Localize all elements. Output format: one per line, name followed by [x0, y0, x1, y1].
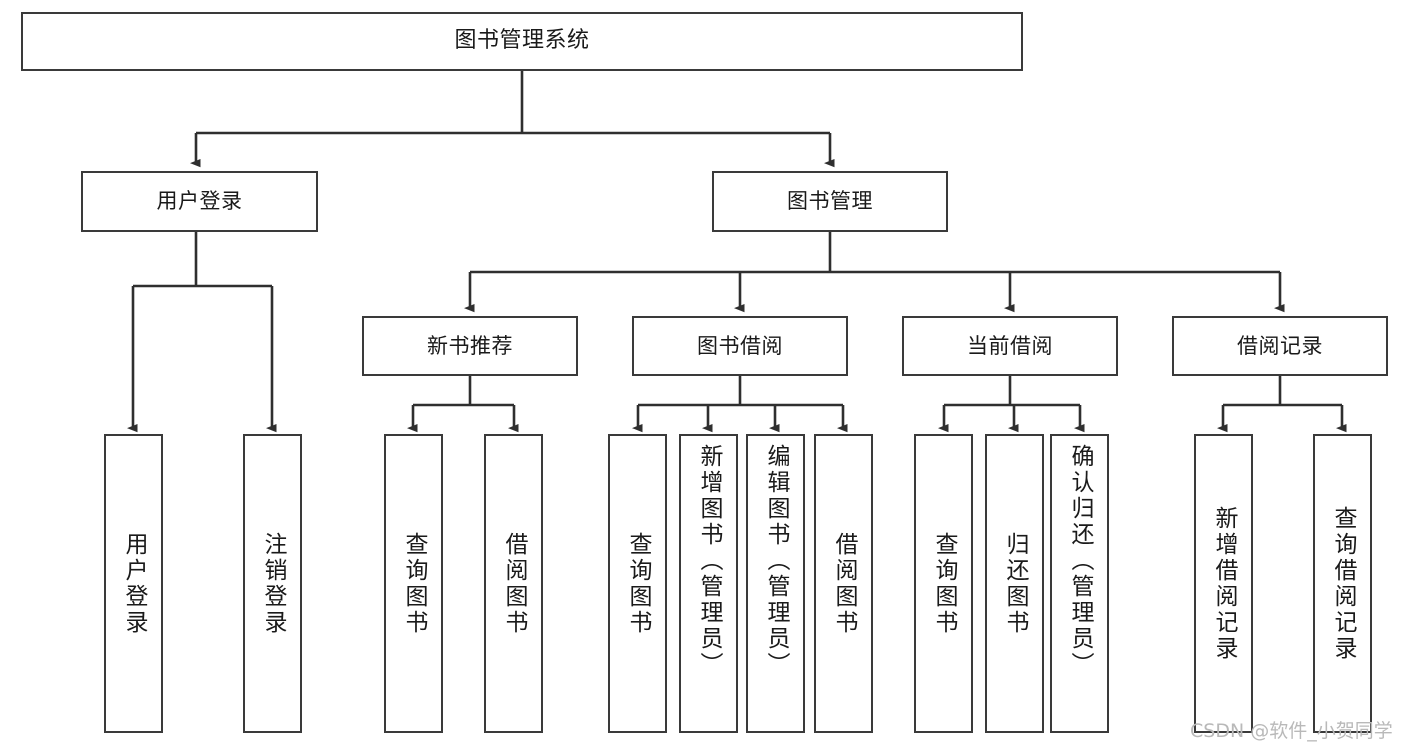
node-label: 查询图书: [625, 531, 651, 636]
node-label: 查询图书: [401, 531, 427, 636]
node-label: 新增图书（管理员）: [696, 444, 722, 678]
node-label: 新书推荐: [427, 333, 513, 358]
leaf-query-book-recommend[interactable]: 查询图书: [384, 434, 443, 733]
leaf-query-book-borrow[interactable]: 查询图书: [608, 434, 667, 733]
leaf-add-borrow-record[interactable]: 新增借阅记录: [1194, 434, 1253, 733]
node-label: 图书借阅: [697, 333, 783, 358]
node-label: 借阅记录: [1237, 333, 1323, 358]
node-label: 图书管理: [787, 189, 873, 214]
leaf-borrow-book-recommend[interactable]: 借阅图书: [484, 434, 543, 733]
leaf-query-book-current[interactable]: 查询图书: [914, 434, 973, 733]
csdn-watermark: CSDN @软件_小贺同学: [1190, 720, 1393, 742]
leaf-add-book-admin[interactable]: 新增图书（管理员）: [679, 434, 738, 733]
node-label: 借阅图书: [831, 531, 857, 636]
node-new-book-recommend[interactable]: 新书推荐: [362, 316, 578, 376]
node-book-management[interactable]: 图书管理: [712, 171, 948, 232]
leaf-return-book[interactable]: 归还图书: [985, 434, 1044, 733]
node-label: 用户登录: [156, 189, 243, 214]
node-label: 注销登录: [260, 531, 286, 636]
node-borrow-record[interactable]: 借阅记录: [1172, 316, 1388, 376]
node-user-login[interactable]: 用户登录: [81, 171, 318, 232]
leaf-logout[interactable]: 注销登录: [243, 434, 302, 733]
node-root-book-management-system[interactable]: 图书管理系统: [21, 12, 1023, 71]
node-label: 新增借阅记录: [1211, 505, 1237, 662]
leaf-edit-book-admin[interactable]: 编辑图书（管理员）: [746, 434, 805, 733]
node-label: 当前借阅: [967, 333, 1053, 358]
node-label: 图书管理系统: [454, 28, 590, 54]
leaf-query-borrow-record[interactable]: 查询借阅记录: [1313, 434, 1372, 733]
node-label: 查询借阅记录: [1330, 505, 1356, 662]
node-label: 编辑图书（管理员）: [763, 444, 789, 678]
leaf-borrow-book[interactable]: 借阅图书: [814, 434, 873, 733]
node-label: 用户登录: [121, 531, 147, 636]
node-current-borrow[interactable]: 当前借阅: [902, 316, 1118, 376]
node-book-borrow[interactable]: 图书借阅: [632, 316, 848, 376]
leaf-confirm-return-admin[interactable]: 确认归还（管理员）: [1050, 434, 1109, 733]
leaf-user-login[interactable]: 用户登录: [104, 434, 163, 733]
node-label: 归还图书: [1002, 531, 1028, 636]
node-label: 借阅图书: [501, 531, 527, 636]
node-label: 查询图书: [931, 531, 957, 636]
node-label: 确认归还（管理员）: [1067, 444, 1093, 678]
